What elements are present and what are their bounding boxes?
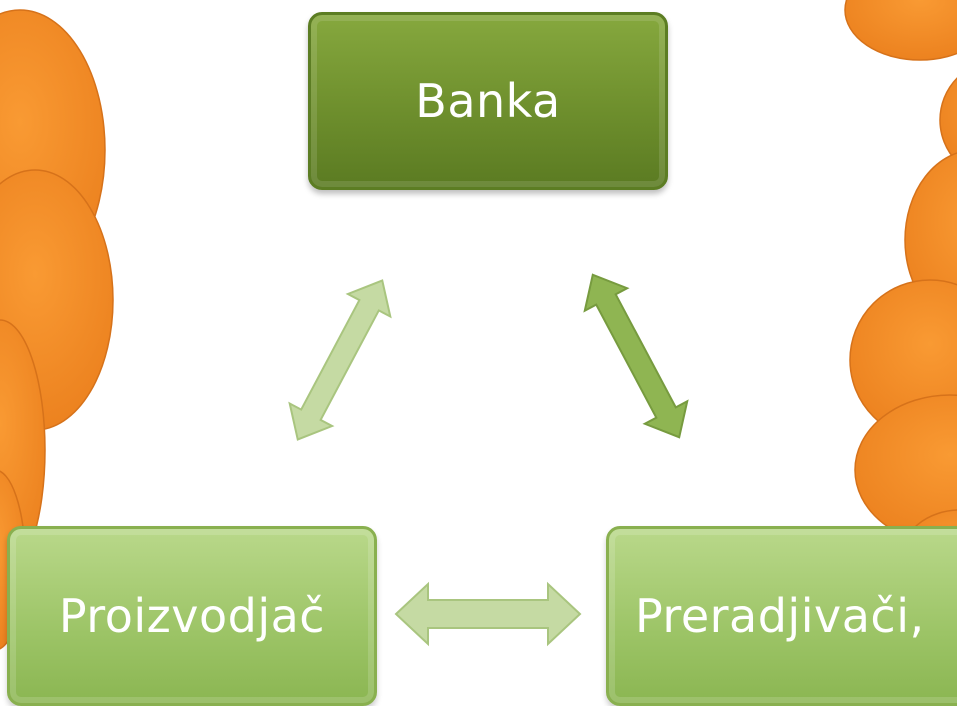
node-preradjivaci-label: Preradjivači, <box>635 589 925 643</box>
left-cloud <box>0 9 114 650</box>
arrow-bank-producer <box>288 279 392 441</box>
arrow-bank-processors <box>583 273 689 439</box>
arrow-producer-processors <box>394 581 582 647</box>
node-banka: Banka <box>308 12 668 190</box>
node-proizvodjac-label: Proizvodjač <box>58 589 326 643</box>
node-preradjivaci: Preradjivači, <box>606 526 957 706</box>
node-banka-label: Banka <box>415 74 561 128</box>
node-proizvodjac: Proizvodjač <box>7 526 377 706</box>
